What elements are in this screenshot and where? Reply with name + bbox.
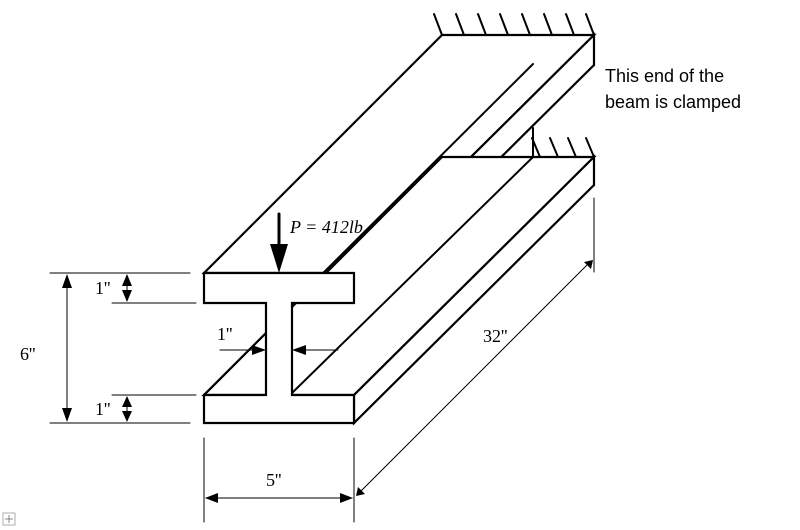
flange-top-arrow-down <box>122 290 132 302</box>
web-thickness-label: 1'' <box>217 324 233 344</box>
total-height-label: 6'' <box>20 344 36 364</box>
width-arrow-left <box>205 493 218 503</box>
clamp-hatch-bottom-4 <box>585 137 595 158</box>
clamp-note-line1: This end of the <box>605 66 724 86</box>
i-section-face <box>202 271 356 425</box>
length-arrow-near <box>356 487 365 496</box>
clamp-hatch-top-5 <box>521 13 531 36</box>
width-label: 5'' <box>266 470 282 490</box>
beam-body <box>201 32 597 426</box>
clamp-hatch-top-8 <box>585 13 595 36</box>
load-arrow <box>270 212 288 273</box>
web-arrow-left-head <box>252 345 266 355</box>
clamp-hatch-bottom-1 <box>531 137 541 158</box>
clamp-hatch-top-4 <box>499 13 509 36</box>
flange-bottom-thickness-label: 1'' <box>95 399 111 419</box>
dimension-lines <box>49 197 595 523</box>
width-arrow-right <box>340 493 353 503</box>
web-arrow-right-head <box>292 345 306 355</box>
clamp-hatch-top-3 <box>477 13 487 36</box>
clamp-hatch-top-1 <box>433 13 443 36</box>
clamp-hatch-top-6 <box>543 13 553 36</box>
clamp-hatch-top-2 <box>455 13 465 36</box>
web-top-edge <box>291 63 534 305</box>
clamp-hatch-bottom-3 <box>567 137 577 158</box>
load-label: P = 412lb <box>289 217 363 237</box>
clamp-hatching <box>433 13 595 158</box>
length-dimension-line <box>357 261 591 495</box>
height-arrow-top <box>62 274 72 288</box>
web-bottom-edge <box>291 156 534 394</box>
load-arrow-head <box>270 244 288 273</box>
height-arrow-bottom <box>62 408 72 422</box>
flange-top-arrow-up <box>122 274 132 286</box>
length-arrow-far <box>584 260 593 269</box>
clamp-note-line2: beam is clamped <box>605 92 741 112</box>
clamp-hatch-top-7 <box>565 13 575 36</box>
clamp-hatch-bottom-2 <box>549 137 559 158</box>
flange-top-thickness-label: 1'' <box>95 278 111 298</box>
labels: This end of the beam is clamped P = 412l… <box>20 66 741 490</box>
length-label: 32'' <box>483 326 508 346</box>
move-anchor-icon[interactable] <box>2 512 16 526</box>
web-rear-edge <box>203 332 267 396</box>
flange-bottom-arrow-down <box>122 411 132 422</box>
flange-bottom-arrow-up <box>122 396 132 407</box>
